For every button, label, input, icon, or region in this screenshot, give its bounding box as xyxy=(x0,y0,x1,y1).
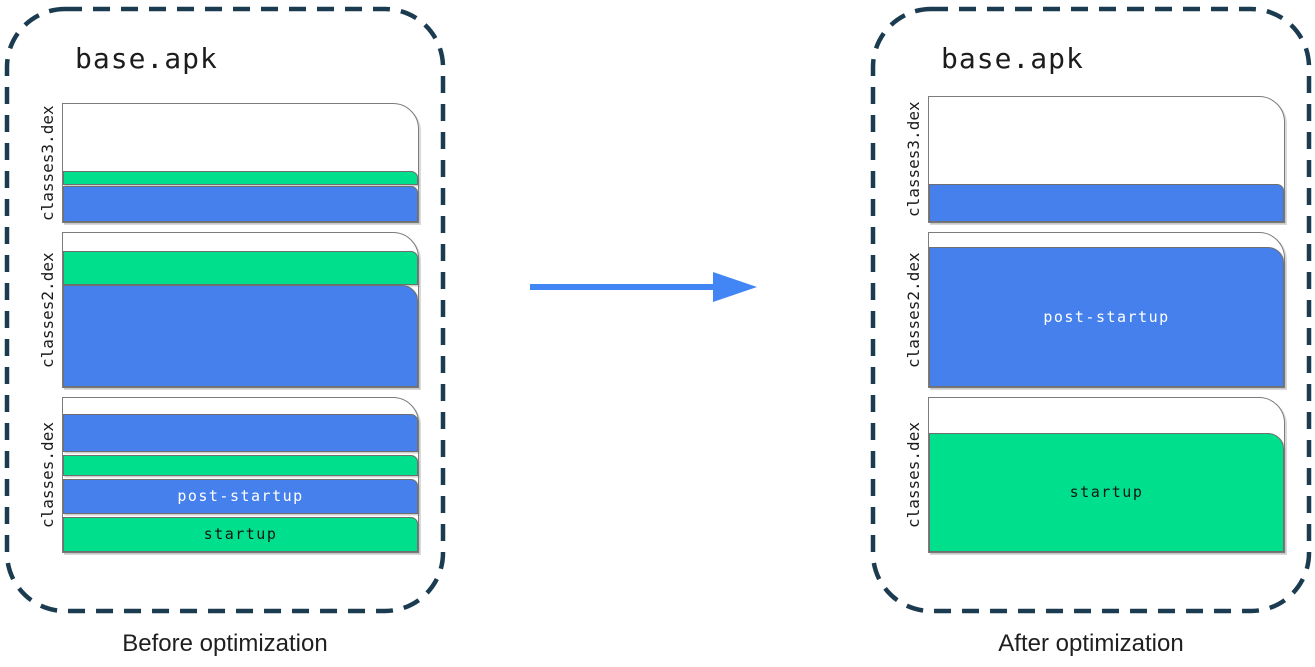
dex-file-row: classes2.dex xyxy=(38,232,419,388)
segment-startup: startup xyxy=(929,433,1284,552)
segment-unused xyxy=(63,398,418,414)
segment-unused xyxy=(929,97,1284,184)
segment-unused xyxy=(63,233,418,251)
segment-unused xyxy=(929,233,1284,247)
dex-file-page: post-startup xyxy=(928,232,1285,388)
dex-file-page: startup xyxy=(928,397,1285,553)
segment-label: startup xyxy=(1069,483,1144,501)
segment-startup xyxy=(63,455,418,476)
segment-label: post-startup xyxy=(177,487,304,505)
segment-post-startup xyxy=(63,186,418,222)
segment-post-startup: post-startup xyxy=(929,247,1284,387)
segment-startup: startup xyxy=(63,517,418,552)
segment-post-startup xyxy=(63,285,418,387)
dex-file-page xyxy=(62,103,419,223)
segment-post-startup: post-startup xyxy=(63,479,418,514)
segment-startup xyxy=(63,171,418,185)
dex-file-page xyxy=(62,232,419,388)
dex-file-label: classes2.dex xyxy=(38,252,57,368)
segment-label: post-startup xyxy=(1043,307,1170,326)
segment-post-startup xyxy=(929,184,1284,222)
dex-file-label: classes.dex xyxy=(38,422,57,528)
segment-unused xyxy=(63,104,418,171)
segment-unused xyxy=(929,398,1284,433)
dex-file-row: classes3.dex xyxy=(904,96,1285,223)
dex-file-stack: classes3.dex classes2.dex classes.dex post-… xyxy=(38,96,419,562)
dex-file-row: classes3.dex xyxy=(38,103,419,223)
dex-file-page xyxy=(928,96,1285,223)
dex-file-label: classes.dex xyxy=(904,422,923,528)
after-panel: base.apk classes3.dex classes2.dex post-st… xyxy=(870,6,1312,614)
right-arrow-icon xyxy=(530,272,757,302)
apk-title: base.apk xyxy=(941,42,1084,75)
dex-file-row: classes2.dex post-startup xyxy=(904,232,1285,388)
dex-file-row: classes.dex startup xyxy=(904,397,1285,553)
segment-label: startup xyxy=(203,525,278,543)
dex-file-row: classes.dex post-startup startup xyxy=(38,397,419,553)
dex-file-label: classes3.dex xyxy=(904,101,923,218)
before-caption: Before optimization xyxy=(122,630,328,657)
dex-file-label: classes2.dex xyxy=(904,252,923,368)
dex-file-page: post-startup startup xyxy=(62,397,419,553)
segment-post-startup xyxy=(63,414,418,452)
segment-startup xyxy=(63,251,418,285)
apk-title: base.apk xyxy=(75,42,218,75)
after-caption: After optimization xyxy=(998,630,1184,657)
dex-file-label: classes3.dex xyxy=(38,105,57,221)
